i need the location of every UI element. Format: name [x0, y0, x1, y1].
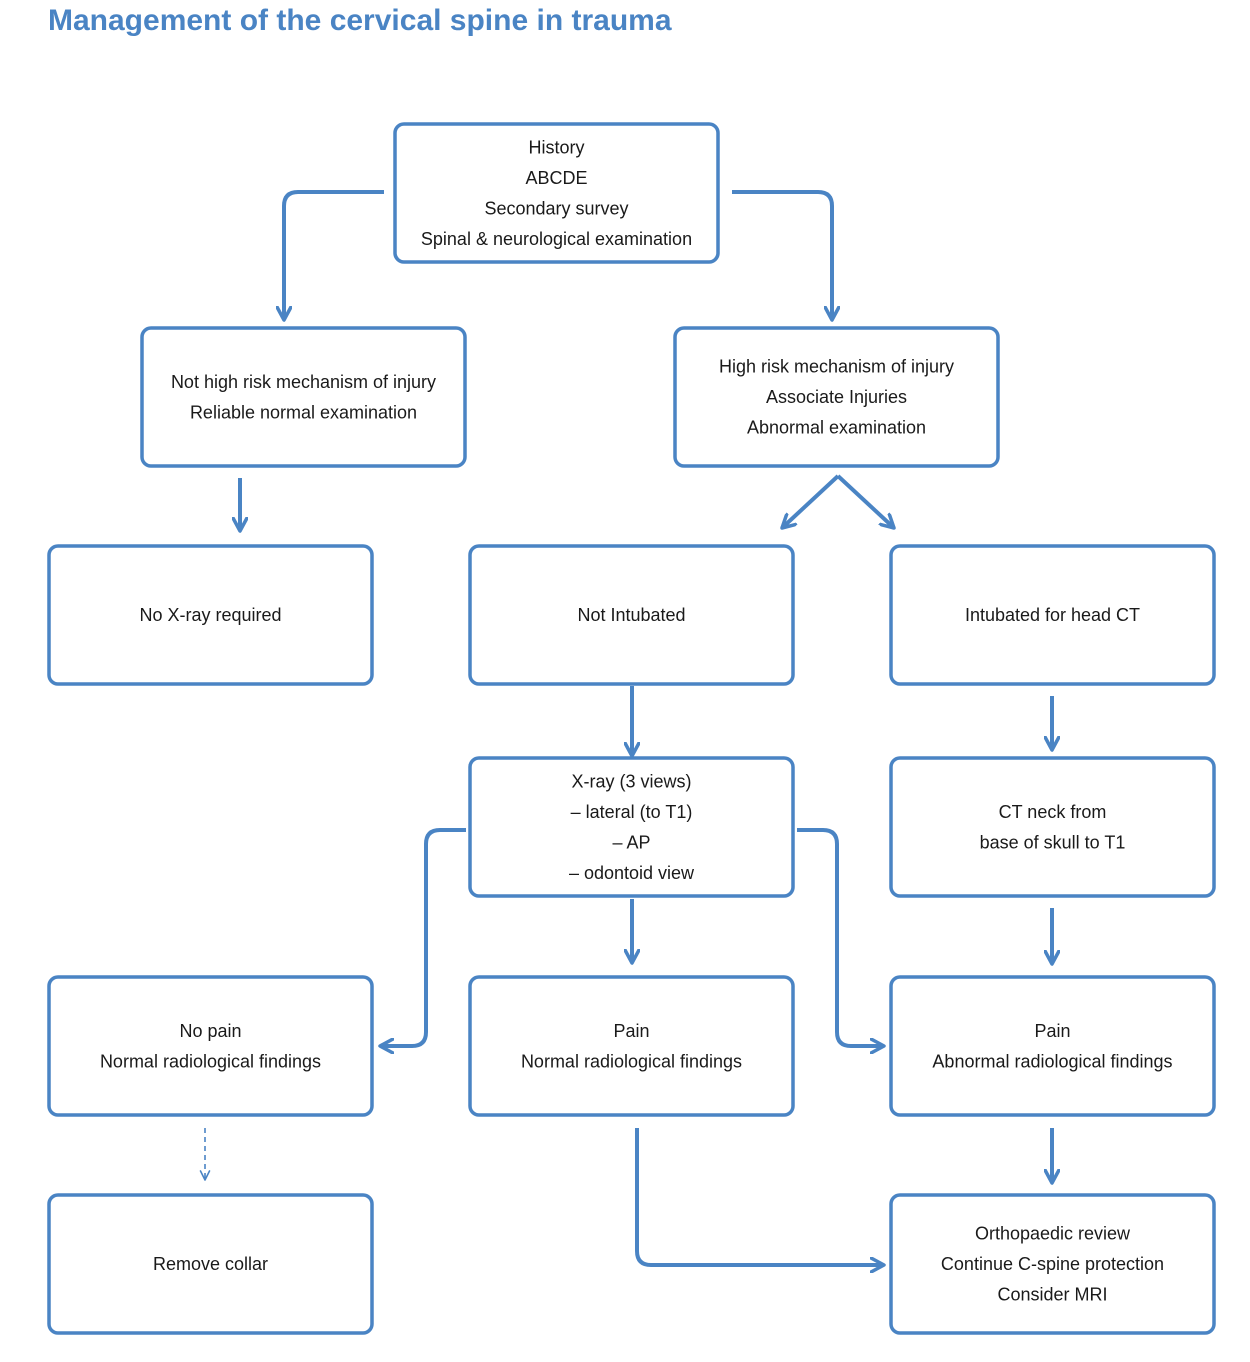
- node-remove-collar-box: [47, 1193, 374, 1335]
- node-ct-neck-box: [889, 756, 1216, 898]
- node-orthopaedic-review-line-3: Consider MRI: [997, 1285, 1107, 1305]
- node-ct-neck-line-2: base of skull to T1: [980, 832, 1126, 852]
- node-xray-views: X-ray (3 views) – lateral (to T1) – AP – od…: [468, 756, 795, 898]
- node-pain-normal-line-2: Normal radiological findings: [521, 1051, 742, 1071]
- node-xray-views-line-2: – lateral (to T1): [571, 802, 693, 822]
- node-no-xray-box: [47, 544, 374, 686]
- node-xray-views-line-1: X-ray (3 views): [571, 771, 691, 791]
- node-no-pain-normal-line-1: No pain: [179, 1021, 241, 1041]
- node-high-risk-line-2: Associate Injuries: [766, 387, 907, 407]
- node-no-pain-normal-line-2: Normal radiological findings: [100, 1051, 321, 1071]
- page-title: Management of the cervical spine in trau…: [48, 4, 672, 37]
- node-pain-abnormal-line-2: Abnormal radiological findings: [932, 1051, 1172, 1071]
- node-pain-abnormal-line-1: Pain: [1034, 1021, 1070, 1041]
- node-not-intubated-line-1: Not Intubated: [577, 605, 685, 625]
- arrow-high-risk-to-not-intubated: [782, 474, 840, 528]
- node-intubated-line-1: Intubated for head CT: [965, 605, 1140, 625]
- node-pain-normal-line-1: Pain: [613, 1021, 649, 1041]
- node-xray-views-box: [468, 756, 795, 898]
- node-history-assessment-line-3: Secondary survey: [484, 198, 628, 218]
- node-ct-neck: CT neck from base of skull to T1: [889, 756, 1216, 898]
- node-intubated: Intubated for head CT: [889, 544, 1216, 686]
- node-no-pain-normal-box: [47, 975, 374, 1117]
- arrow-pain-normal-to-orthopaedic-review: [635, 1128, 884, 1265]
- node-orthopaedic-review-line-2: Continue C-spine protection: [941, 1254, 1164, 1274]
- node-not-intubated-box: [468, 544, 795, 686]
- node-high-risk-box: [673, 326, 1000, 468]
- node-high-risk-line-1: High risk mechanism of injury: [719, 357, 954, 377]
- node-intubated-box: [889, 544, 1216, 686]
- arrow-history-assessment-to-high-risk: [732, 190, 832, 320]
- arrow-history-assessment-to-low-risk: [284, 190, 384, 320]
- node-history-assessment-line-1: History: [528, 137, 584, 157]
- node-low-risk-box: [140, 326, 467, 468]
- node-not-intubated: Not Intubated: [468, 544, 795, 686]
- arrow-high-risk-to-intubated: [836, 474, 894, 528]
- arrow-xray-views-to-no-pain-normal: [380, 828, 466, 1046]
- node-orthopaedic-review-box: [889, 1193, 1216, 1335]
- node-pain-abnormal-box: [889, 975, 1216, 1117]
- node-pain-normal-box: [468, 975, 795, 1117]
- node-history-assessment-box: [393, 122, 720, 264]
- node-low-risk-line-2: Reliable normal examination: [190, 402, 417, 422]
- node-ct-neck-line-1: CT neck from: [999, 802, 1107, 822]
- node-xray-views-line-3: – AP: [612, 832, 650, 852]
- node-remove-collar: Remove collar: [47, 1193, 374, 1335]
- node-xray-views-line-4: – odontoid view: [569, 863, 695, 883]
- node-no-xray-line-1: No X-ray required: [139, 605, 281, 625]
- node-no-xray: No X-ray required: [47, 544, 374, 686]
- connectors: [199, 190, 1052, 1265]
- node-low-risk-line-1: Not high risk mechanism of injury: [171, 372, 436, 392]
- node-remove-collar-line-1: Remove collar: [153, 1254, 268, 1274]
- node-high-risk-line-3: Abnormal examination: [747, 418, 926, 438]
- node-history-assessment-line-2: ABCDE: [525, 168, 587, 188]
- node-orthopaedic-review-line-1: Orthopaedic review: [975, 1224, 1131, 1244]
- arrow-xray-views-to-pain-abnormal: [797, 828, 884, 1046]
- node-history-assessment-line-4: Spinal & neurological examination: [421, 229, 692, 249]
- node-low-risk: Not high risk mechanism of injuryReliabl…: [140, 326, 467, 468]
